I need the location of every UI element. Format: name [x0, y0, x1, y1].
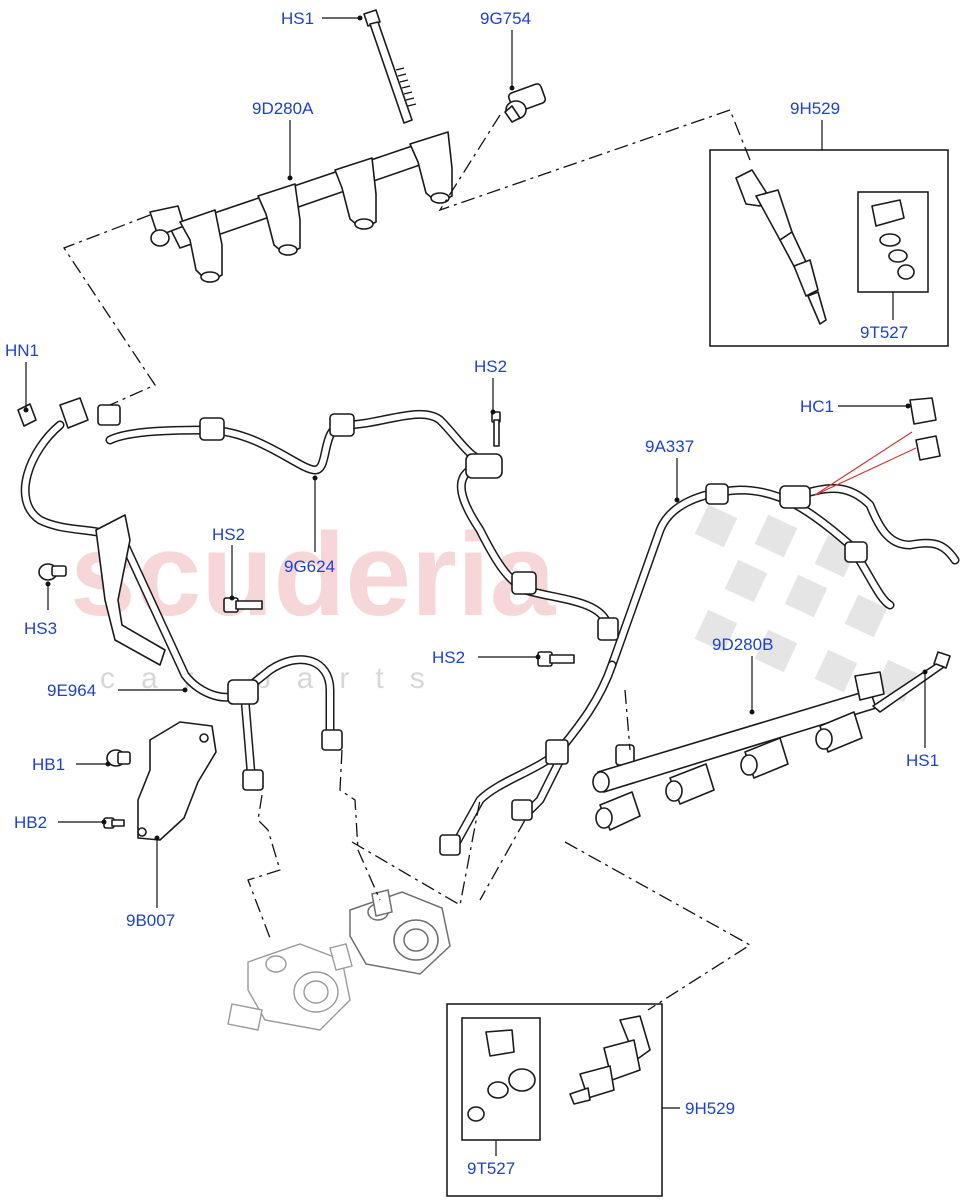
- callout-9d280a[interactable]: 9D280A: [252, 99, 314, 118]
- bolt-hb1: [106, 749, 131, 767]
- injector-cup-b4: [815, 711, 863, 753]
- injector-top: [735, 169, 827, 325]
- callout-9g754[interactable]: 9G754: [480, 9, 531, 28]
- callout-hs1-right[interactable]: HS1: [906, 751, 939, 770]
- pipe-bracket: [95, 514, 166, 666]
- injector-cup-b2: [665, 763, 715, 805]
- callout-hb2[interactable]: HB2: [14, 813, 47, 832]
- seal-kit-bottom-parts: [467, 1029, 536, 1122]
- fuel-rail-lower: [592, 671, 885, 831]
- injector-cup-1: [179, 209, 223, 283]
- injector-cup-2: [257, 183, 301, 256]
- clip-hc1: [909, 397, 941, 461]
- callout-hs1-top[interactable]: HS1: [281, 9, 314, 28]
- callout-hs2-lower[interactable]: HS2: [432, 648, 465, 667]
- bolt-hb2: [103, 817, 125, 829]
- pipe-clips: [97, 404, 868, 856]
- fuel-pipe-9g624: [105, 409, 613, 630]
- injector-bottom: [569, 1015, 651, 1105]
- pressure-sensor-9g754: [504, 83, 547, 123]
- callout-9e964[interactable]: 9E964: [47, 681, 96, 700]
- heat-shield-9b007: [137, 721, 217, 841]
- seal-kit-top-parts: [871, 199, 915, 280]
- callout-9h529-top[interactable]: 9H529: [790, 99, 840, 118]
- kit-box-bottom: [446, 1003, 663, 1197]
- fuel-pump-ghost: [227, 943, 353, 1031]
- bolt-hs3: [38, 563, 67, 581]
- callout-9d280b[interactable]: 9D280B: [712, 635, 773, 654]
- leader-lines: [23, 15, 928, 1156]
- callout-9t527-bottom[interactable]: 9T527: [467, 1159, 515, 1178]
- callout-labels: HS1 9G754 9D280A 9H529 9T527 HN1 HS2 HC1…: [5, 9, 939, 1178]
- callout-hb1[interactable]: HB1: [32, 755, 65, 774]
- injector-cup-3: [334, 157, 377, 230]
- callout-9h529-bottom[interactable]: 9H529: [685, 1099, 735, 1118]
- connector-hn1: [17, 397, 89, 429]
- bolt-hs2-left: [223, 597, 263, 613]
- callout-hs2-top[interactable]: HS2: [474, 357, 507, 376]
- bolt-hs2-lower: [537, 651, 575, 667]
- injector-cup-4: [409, 131, 453, 204]
- bolt-hs1-top: [363, 9, 417, 124]
- callout-hs3[interactable]: HS3: [24, 619, 57, 638]
- fuel-rail-upper: [149, 131, 453, 283]
- seal-kit-box-bottom: [461, 1017, 541, 1141]
- callout-9b007[interactable]: 9B007: [126, 911, 175, 930]
- injector-kit-top: [709, 149, 949, 347]
- kit-box-top: [709, 149, 949, 347]
- injector-kit-bottom: [446, 1003, 663, 1197]
- bolt-hs1-right: [872, 651, 951, 713]
- injector-cup-b3: [740, 737, 789, 779]
- bolt-hs2-mid: [491, 411, 501, 447]
- callout-hn1[interactable]: HN1: [5, 341, 39, 360]
- callout-9a337[interactable]: 9A337: [645, 437, 694, 456]
- callout-hc1[interactable]: HC1: [800, 397, 834, 416]
- callout-9g624[interactable]: 9G624: [284, 557, 335, 576]
- reference-lines: [63, 109, 752, 1011]
- fuel-pump-dark: [349, 889, 451, 975]
- callout-hs2-mid[interactable]: HS2: [212, 525, 245, 544]
- callout-9t527-top[interactable]: 9T527: [860, 323, 908, 342]
- watermark: scuderia car parts: [70, 504, 918, 703]
- injector-cup-b1: [595, 791, 641, 831]
